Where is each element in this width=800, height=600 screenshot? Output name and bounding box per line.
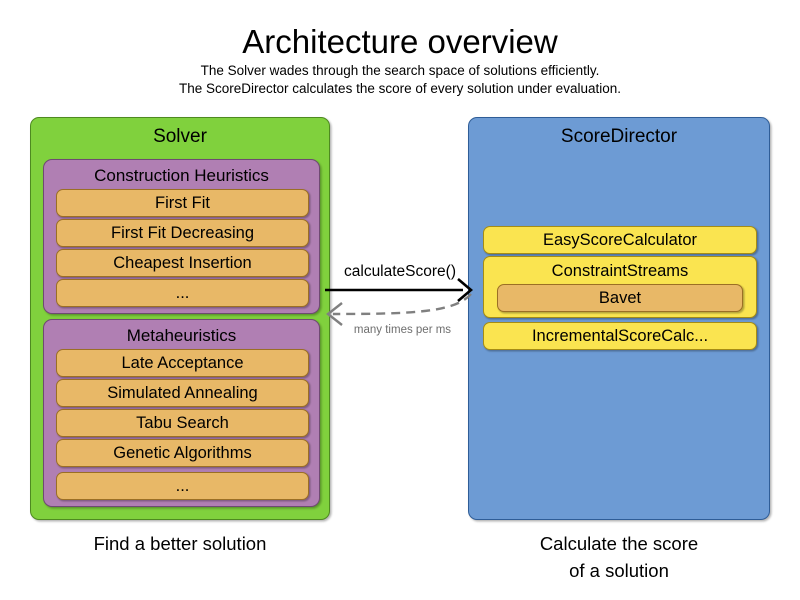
many-times-per-ms-arrow-label: many times per ms [353,324,452,336]
score-director-panel: ScoreDirector EasyScoreCalculator Constr… [468,117,770,520]
subtitle-line-1: The Solver wades through the search spac… [200,63,600,78]
score-director-caption-line-1: Calculate the score [539,533,699,554]
score-director-panel-title: ScoreDirector [560,126,678,147]
solver-caption: Find a better solution [93,533,267,554]
score-calculator-constraint-streams[interactable]: ConstraintStreams Bavet [483,256,757,318]
subtitle-line-2: The ScoreDirector calculates the score o… [179,81,621,96]
score-director-caption-line-2: of a solution [569,560,669,581]
metaheuristics-title: Metaheuristics [126,326,237,345]
connector-arrows-svg [325,278,474,326]
algorithm-item-first-fit-decreasing[interactable]: First Fit Decreasing [56,219,309,247]
calculate-score-arrow [325,278,474,302]
metaheuristics-group: Metaheuristics Late Acceptance Simulated… [43,319,320,507]
solver-panel-title: Solver [153,126,207,147]
connector-group: calculateScore() many times per ms [325,262,475,352]
constraint-streams-implementation-bavet[interactable]: Bavet [497,284,743,312]
algorithm-item-more-metaheuristics[interactable]: ... [56,472,309,500]
score-director-caption: Calculate the score of a solution [468,530,770,584]
solver-panel: Solver Construction Heuristics First Fit… [30,117,330,520]
page-title: Architecture overview [242,23,558,60]
algorithm-item-more-construction[interactable]: ... [56,279,309,307]
construction-heuristics-group: Construction Heuristics First Fit First … [43,159,320,314]
calculate-score-arrow-label: calculateScore() [344,263,456,280]
algorithm-item-first-fit[interactable]: First Fit [56,189,309,217]
algorithm-item-cheapest-insertion[interactable]: Cheapest Insertion [56,249,309,277]
diagram-header: Architecture overview The Solver wades t… [0,22,800,98]
many-times-per-ms-arrow [326,293,472,326]
constraint-streams-label: ConstraintStreams [551,262,689,280]
algorithm-item-late-acceptance[interactable]: Late Acceptance [56,349,309,377]
construction-heuristics-title: Construction Heuristics [94,166,269,185]
score-calculator-easy-score-calculator[interactable]: EasyScoreCalculator [483,226,757,254]
algorithm-item-simulated-annealing[interactable]: Simulated Annealing [56,379,309,407]
algorithm-item-genetic-algorithms[interactable]: Genetic Algorithms [56,439,309,467]
score-calculator-incremental-score-calculator[interactable]: IncrementalScoreCalc... [483,322,757,350]
algorithm-item-tabu-search[interactable]: Tabu Search [56,409,309,437]
